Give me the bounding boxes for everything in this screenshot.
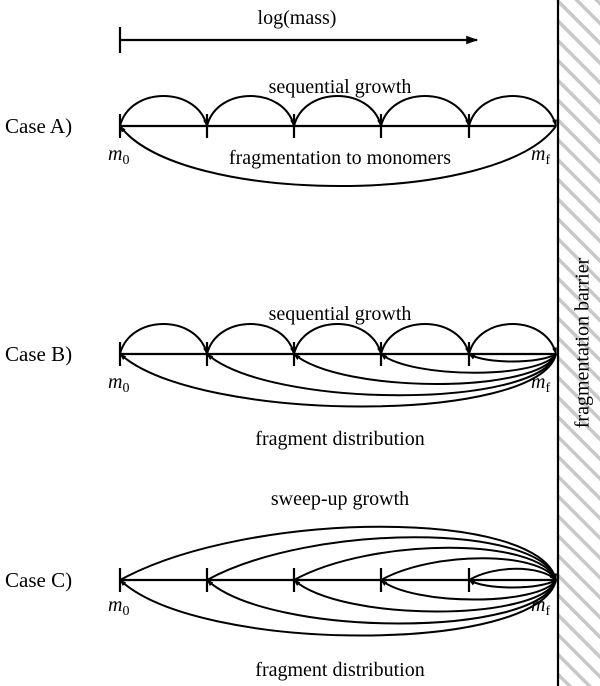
barrier-label: fragmentation barrier <box>572 257 594 428</box>
case-a-growth-arc-4 <box>468 95 557 127</box>
mass-axis-label: log(mass) <box>258 7 337 29</box>
case-a-bottom-label: fragmentation to monomers <box>229 147 451 169</box>
case-c-sweep-arc-3 <box>380 557 557 581</box>
case-c-fragment-arc-2 <box>293 579 557 613</box>
case-b-bottom-label: fragment distribution <box>255 428 424 450</box>
case-c-label: Case C) <box>5 568 72 592</box>
case-a-growth-arc-3 <box>380 95 470 127</box>
case-b-growth-arc-3 <box>380 323 470 355</box>
case-b-fragment-arc-4 <box>468 353 557 363</box>
case-c-sweep-arc-2 <box>293 546 557 581</box>
case-a-m0-label: m0 <box>108 143 129 168</box>
mass-axis: log(mass) <box>118 7 479 53</box>
case-c-sweep-arc-1 <box>206 536 557 581</box>
case-a: Case A) sequential growth fragmentation … <box>5 76 557 187</box>
case-c-fragment-arc-3 <box>380 579 557 601</box>
case-a-growth-arc-1 <box>206 95 295 127</box>
case-a-top-label: sequential growth <box>269 76 412 98</box>
case-c-fragment-arc-4 <box>468 579 557 589</box>
case-b: Case B) sequential growth fragment distr… <box>5 303 557 450</box>
case-a-mf-label: mf <box>531 143 550 168</box>
case-a-fragment-arc <box>119 125 557 187</box>
case-b-growth-arc-1 <box>206 323 295 355</box>
case-b-top-label: sequential growth <box>269 303 412 325</box>
case-c-fragment-arc-1 <box>206 579 557 625</box>
case-b-fragment-arc-1 <box>206 353 557 397</box>
case-c: Case C) sweep-up growth fragment distrib… <box>5 488 557 681</box>
case-b-label: Case B) <box>5 342 72 366</box>
case-b-growth-arc-2 <box>293 323 382 355</box>
case-c-fragment-arc-0 <box>119 579 557 637</box>
case-b-fragment-arc-0 <box>119 353 557 408</box>
case-b-fragment-arc-3 <box>380 353 557 374</box>
barrier-hatch <box>558 0 600 686</box>
case-c-top-label: sweep-up growth <box>271 488 409 510</box>
case-b-mf-label: mf <box>531 371 550 396</box>
case-c-bottom-label: fragment distribution <box>255 659 424 681</box>
case-b-growth-arc-4 <box>468 323 557 355</box>
case-a-label: Case A) <box>5 114 72 138</box>
fragmentation-barrier: fragmentation barrier <box>556 0 600 686</box>
case-b-growth-arc-0 <box>119 323 208 355</box>
case-c-sweep-arc-4 <box>468 567 557 581</box>
case-a-growth-arc-2 <box>293 95 382 127</box>
case-c-m0-label: m0 <box>108 594 129 619</box>
case-b-m0-label: m0 <box>108 371 129 396</box>
case-a-growth-arc-0 <box>119 95 208 127</box>
case-c-sweep-arc-0 <box>119 525 557 581</box>
case-b-fragment-arc-2 <box>293 353 557 385</box>
